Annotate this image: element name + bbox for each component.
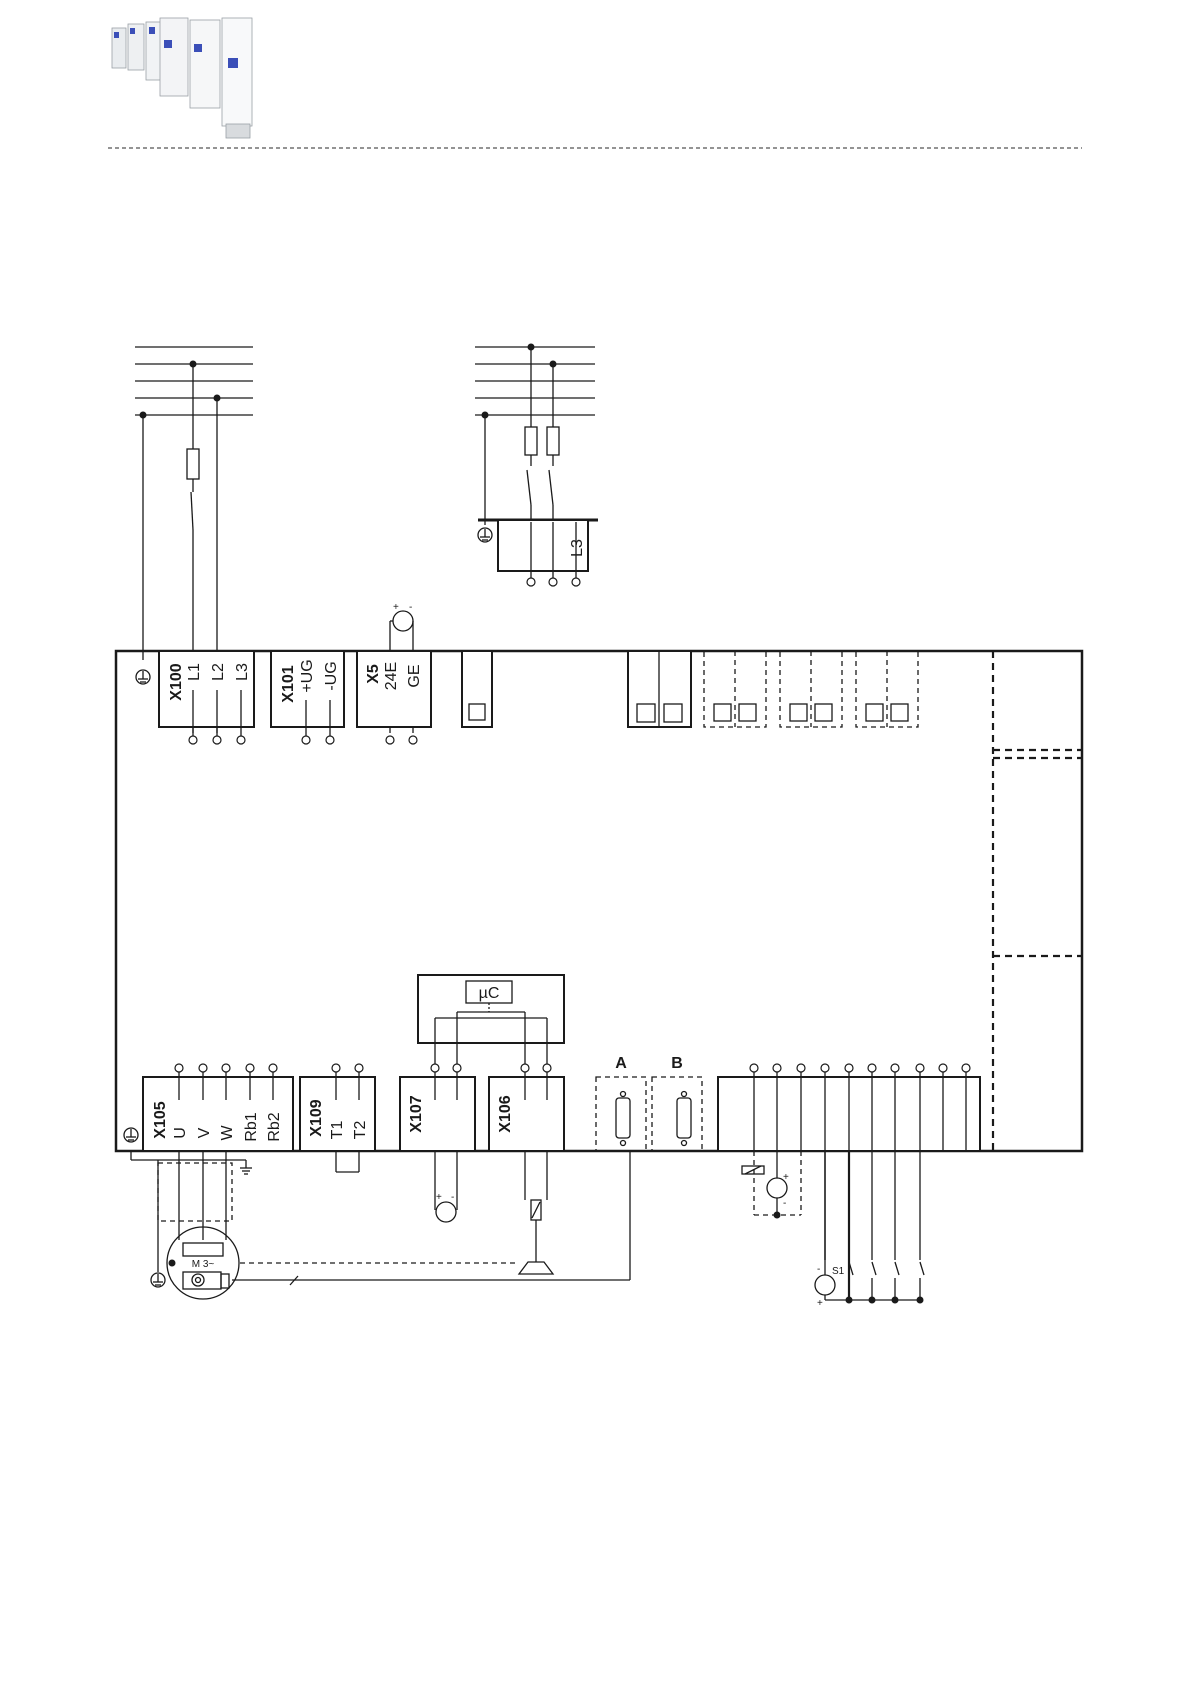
fieldbus-ports [628,651,918,727]
x5-ge: GE [406,664,423,687]
switch-s1-label: S1 [832,1266,845,1277]
svg-text:+: + [817,1298,823,1309]
svg-text:-: - [783,1198,786,1209]
x105-u: U [172,1127,189,1139]
sub-d-connector-b [652,1077,702,1151]
x100-l1: L1 [186,663,203,681]
x106-id: X106 [497,1095,514,1132]
aux-l3-label: L3 [569,539,586,557]
x109-t2: T2 [352,1121,369,1140]
svg-text:+: + [783,1172,789,1183]
connector-a-label: A [615,1055,627,1072]
x105-w: W [219,1125,236,1141]
sub-d-connector-a [596,1077,646,1280]
connector-b-label: B [671,1055,683,1072]
x101-minus-ug: -UG [323,661,340,690]
x105-id: X105 [152,1101,169,1138]
x109-id: X109 [308,1099,325,1136]
terminal-x107: + - [400,1064,475,1222]
digital-inputs-circuit: - + [815,1151,924,1309]
x105-rb2: Rb2 [266,1112,283,1141]
svg-text:-: - [817,1264,820,1275]
x101-id: X101 [280,665,297,702]
x100-l2: L2 [210,663,227,681]
svg-text:+: + [436,1192,442,1203]
uc-label: µC [479,985,500,1002]
svg-text:-: - [409,602,412,613]
x5-id: X5 [365,664,382,684]
motor-circuit [131,1151,630,1299]
x109-t1: T1 [329,1121,346,1140]
product-image [112,18,252,138]
x5-24e: 24E [383,662,400,690]
io-terminal-strip [718,1064,980,1151]
relay-output-circuit: + - [742,1151,801,1219]
x107-id: X107 [408,1095,425,1132]
motor-label: M 3~ [192,1259,215,1270]
x105-rb1: Rb1 [243,1112,260,1141]
x100-l3: L3 [234,663,251,681]
x100-id: X100 [168,663,185,700]
x105-v: V [196,1127,213,1138]
svg-text:-: - [451,1192,454,1203]
option-slots [993,651,1082,1151]
x101-plus-ug: +UG [299,659,316,692]
service-port [462,651,492,727]
svg-text:+: + [393,602,399,613]
